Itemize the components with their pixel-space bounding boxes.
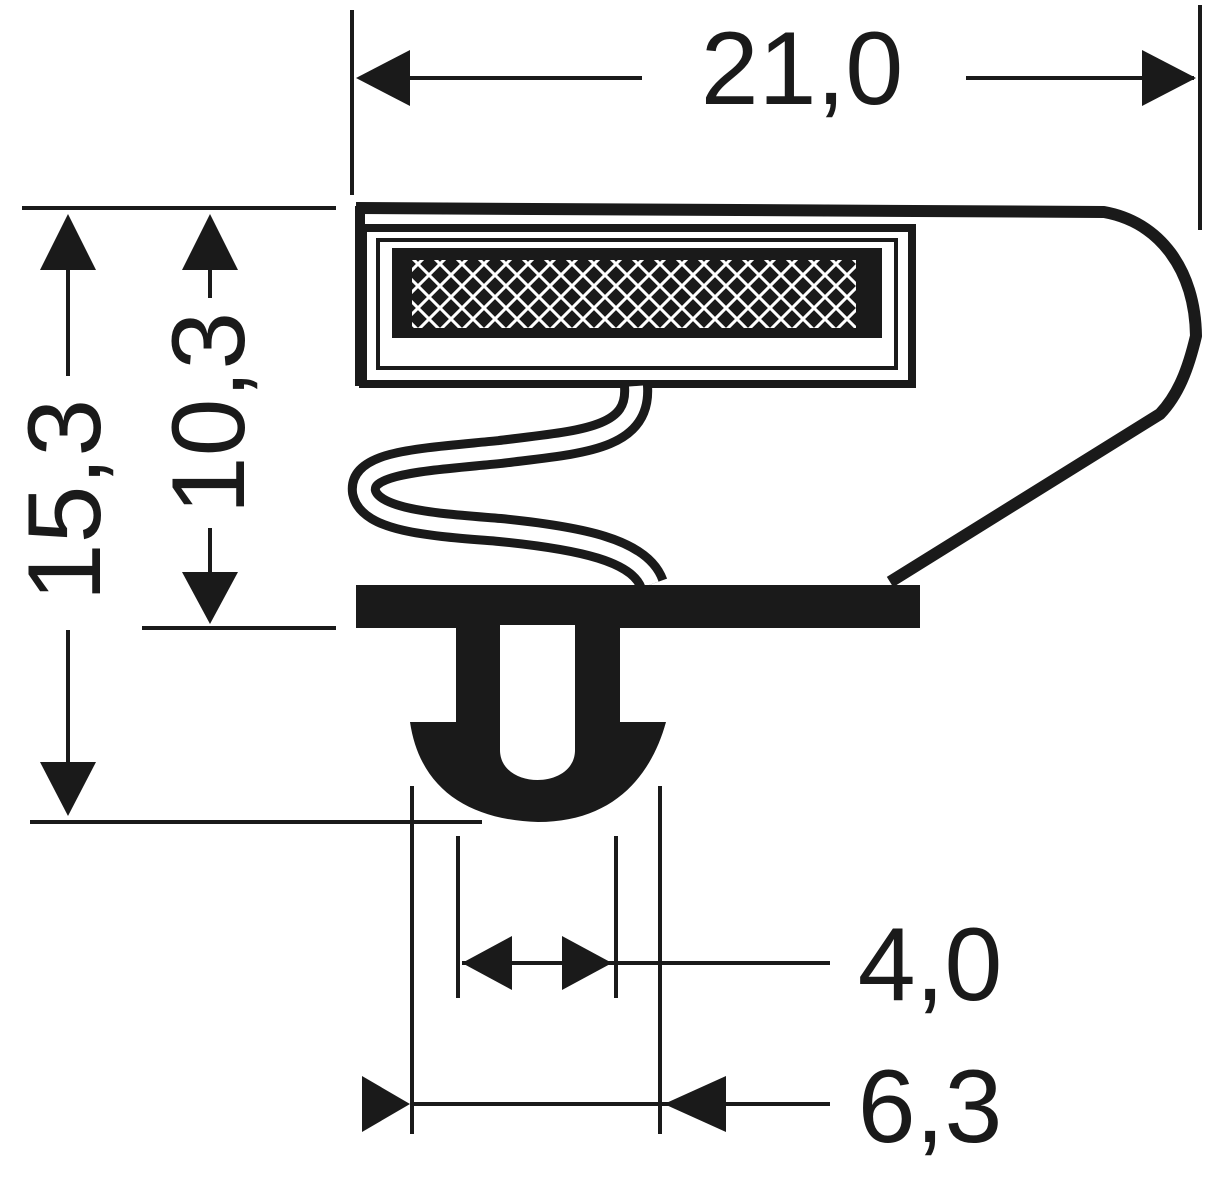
slot-width-label: 4,0	[858, 907, 1003, 1023]
magnet-hatch	[412, 260, 856, 328]
arrowhead-left-icon	[462, 936, 512, 990]
magnet-pocket-inner	[376, 238, 898, 370]
bellows-curve-inner	[356, 385, 659, 587]
arrowhead-up-icon	[182, 214, 238, 270]
gasket-profile	[347, 202, 1202, 822]
base-width-label: 6,3	[858, 1049, 1003, 1165]
arrowhead-left-icon	[664, 1076, 726, 1132]
arrowhead-left-icon	[356, 50, 410, 106]
arrowhead-right-icon	[562, 936, 612, 990]
overall-width-label: 21,0	[701, 11, 903, 127]
arrowhead-right-icon	[1142, 50, 1196, 106]
outer-chamber-outline	[355, 202, 1202, 588]
overall-height-label: 15,3	[7, 399, 123, 601]
arrowhead-up-icon	[40, 214, 96, 270]
dimension-lines	[22, 5, 1202, 1134]
arrowhead-down-icon	[40, 762, 96, 816]
arrowhead-down-icon	[182, 572, 238, 624]
upper-height-label: 10,3	[151, 312, 267, 514]
arrowhead-right-icon	[362, 1076, 410, 1132]
base-plate	[356, 585, 920, 628]
dart-slot	[500, 625, 575, 780]
